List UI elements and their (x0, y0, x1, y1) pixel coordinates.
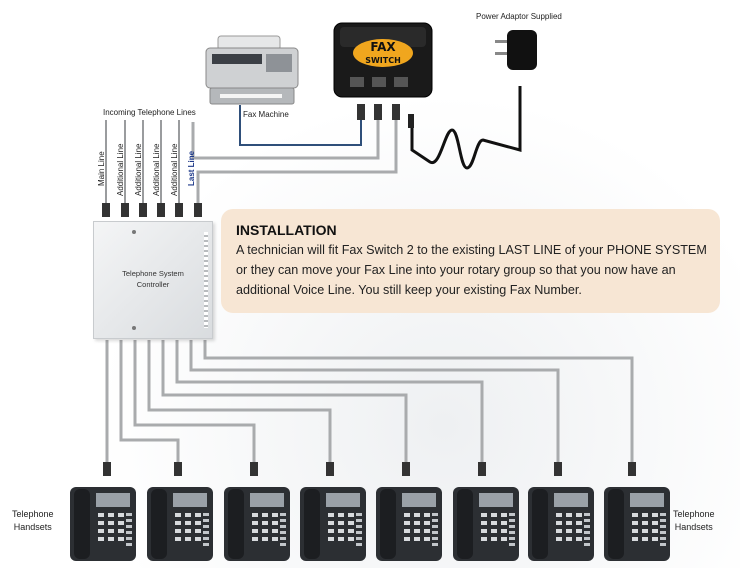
fax-switch-icon: FAX SWITCH (333, 22, 433, 98)
telephone-handset-icon (70, 487, 136, 561)
fax-machine-label: Fax Machine (243, 110, 289, 119)
installation-title: INSTALLATION (236, 222, 337, 238)
line-label-additional-2: Additional Line (134, 143, 143, 196)
incoming-lines-label: Incoming Telephone Lines (103, 108, 196, 117)
svg-text:SWITCH: SWITCH (365, 56, 401, 65)
incoming-line-stubs (105, 120, 180, 205)
fax-machine-cable (239, 105, 362, 146)
fax-machine-icon (205, 35, 299, 105)
controller-vents (204, 232, 208, 328)
handset-connectors (103, 462, 636, 476)
installation-text: A technician will fit Fax Switch 2 to th… (236, 243, 707, 297)
handset-wiring (105, 340, 634, 470)
telephone-handset-icon (300, 487, 366, 561)
controller-input-connectors (102, 203, 202, 217)
line-label-last: Last Line (187, 150, 196, 186)
installation-panel: INSTALLATION A technician will fit Fax S… (221, 209, 720, 313)
line-label-additional-3: Additional Line (152, 143, 161, 196)
telephone-handset-icon (224, 487, 290, 561)
power-cable (410, 86, 522, 170)
handsets-label-right: Telephone Handsets (673, 509, 715, 532)
svg-text:FAX: FAX (370, 40, 396, 54)
controller-label: Telephone System Controller (122, 269, 184, 289)
handsets-label-left: Telephone Handsets (12, 509, 54, 532)
telephone-system-controller: Telephone System Controller (93, 221, 213, 339)
line-label-additional-1: Additional Line (116, 143, 125, 196)
switch-connections (191, 120, 398, 210)
line-label-additional-4: Additional Line (170, 143, 179, 196)
power-adaptor-icon (495, 30, 537, 70)
screw-top (132, 230, 136, 234)
telephone-handset-icon (604, 487, 670, 561)
telephone-handset-icon (453, 487, 519, 561)
screw-bottom (132, 326, 136, 330)
line-label-main: Main Line (97, 151, 106, 186)
telephone-handset-icon (147, 487, 213, 561)
switch-connectors (357, 104, 414, 128)
power-adaptor-label: Power Adaptor Supplied (476, 12, 562, 21)
telephone-handset-icon (528, 487, 594, 561)
telephone-handset-icon (376, 487, 442, 561)
